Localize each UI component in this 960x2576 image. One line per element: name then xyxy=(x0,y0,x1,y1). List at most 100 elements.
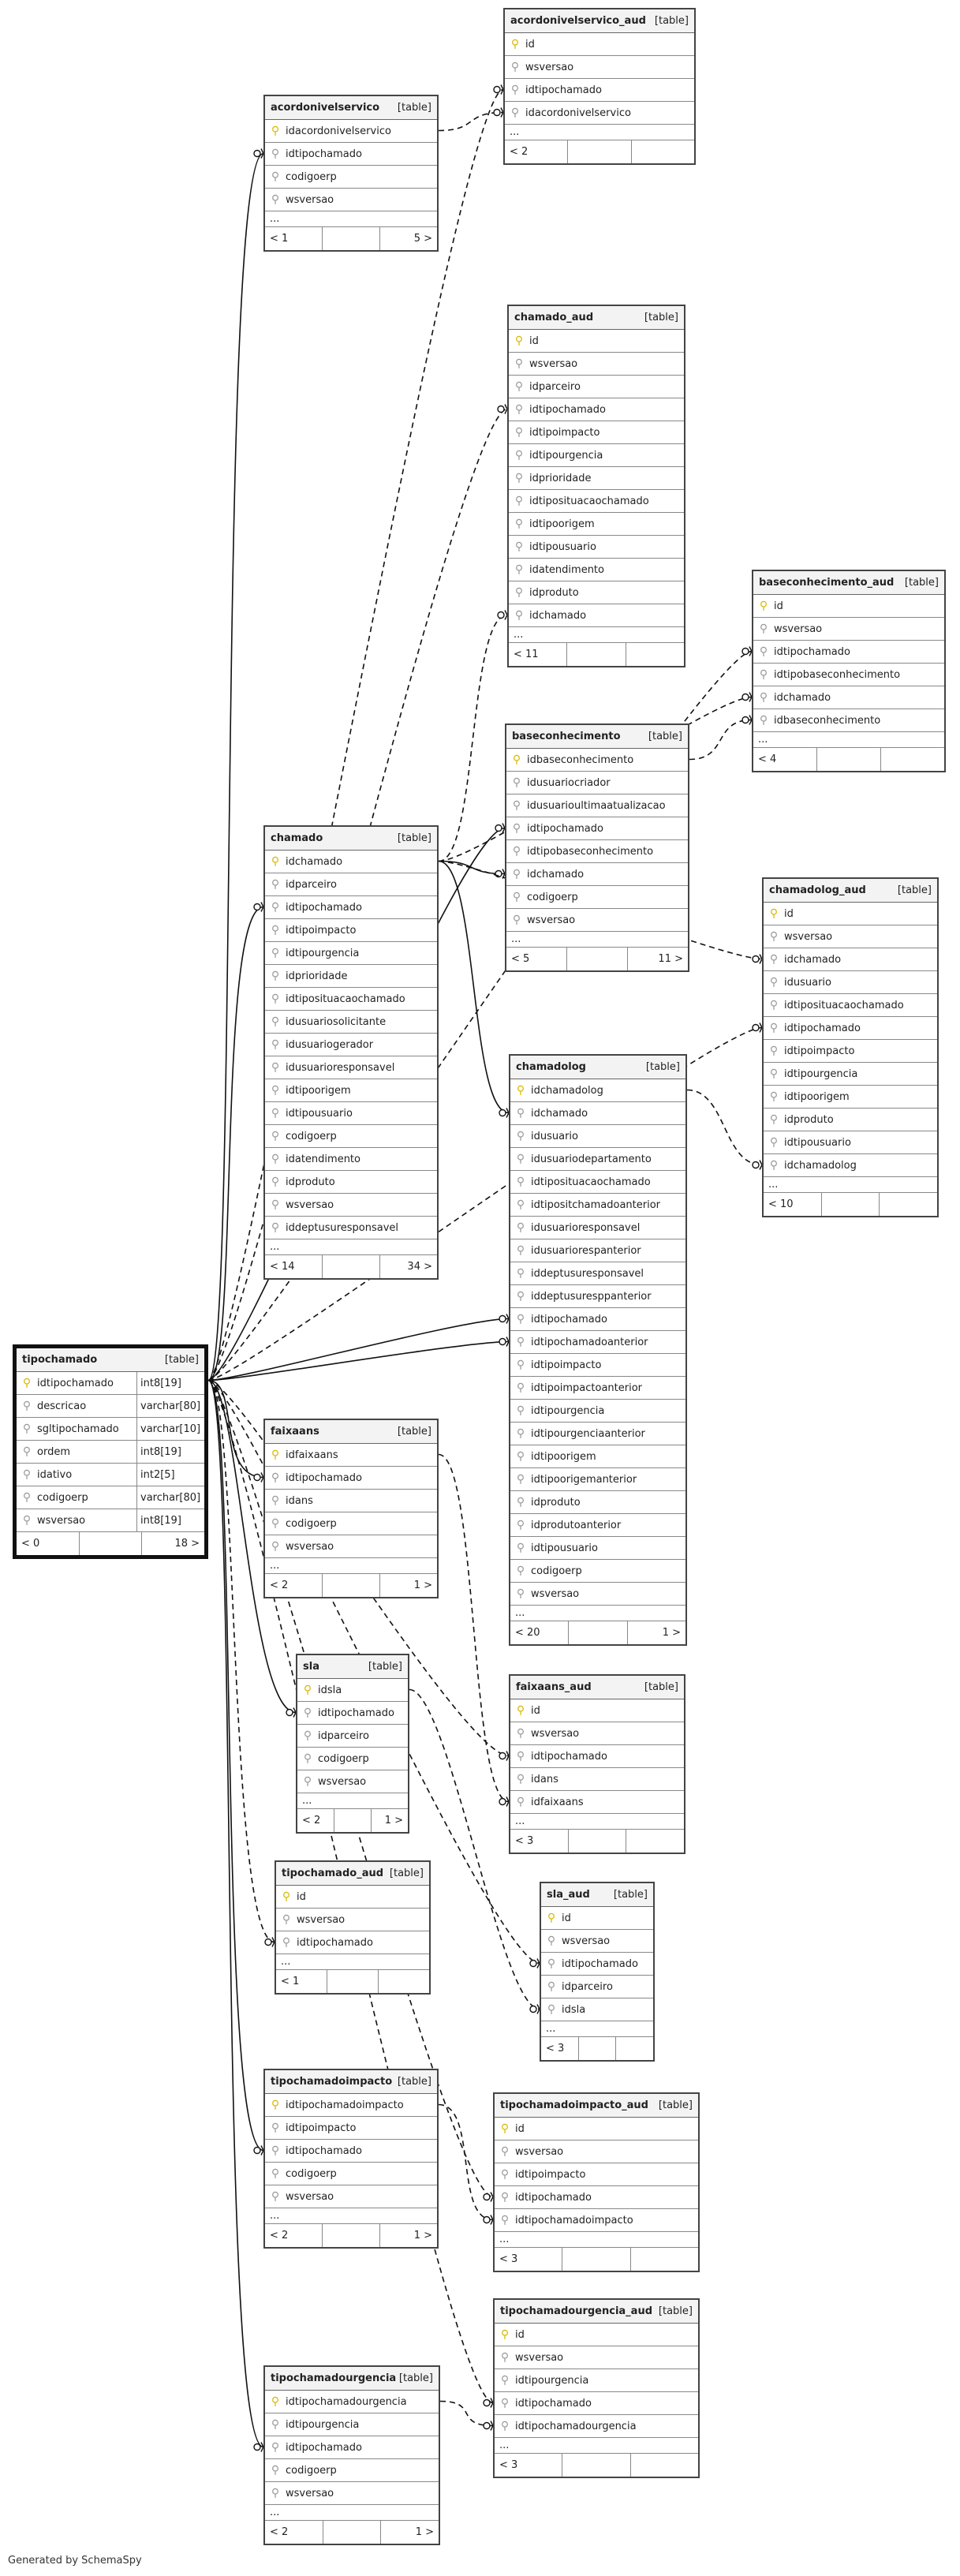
column-row[interactable]: ⚲idtipoimpacto xyxy=(265,919,437,942)
column-row[interactable]: ⚲idtipochamado xyxy=(297,1702,408,1725)
parent-count[interactable]: < 3 xyxy=(495,2454,563,2477)
column-row[interactable]: ⚲idtipoimpacto xyxy=(510,1354,685,1377)
column-row[interactable]: ⚲idtipourgencia xyxy=(509,444,684,467)
column-row[interactable]: ⚲idtiposituacaochamado xyxy=(764,994,937,1017)
child-count[interactable]: 1 > xyxy=(662,1627,681,1639)
column-row[interactable]: ⚲idchamado xyxy=(265,851,437,873)
column-row[interactable]: ⚲idtipourgencia xyxy=(265,2413,439,2436)
column-row[interactable]: ⚲id xyxy=(510,1699,684,1722)
column-row[interactable]: ⚲idtipositchamadoanterior xyxy=(510,1194,685,1217)
child-count[interactable]: 5 > xyxy=(413,233,432,245)
column-row[interactable]: ⚲idusuarioultimaatualizacao xyxy=(506,794,688,817)
child-count[interactable]: 1 > xyxy=(413,2230,432,2241)
column-row[interactable]: ⚲idusuarioresponsavel xyxy=(510,1217,685,1239)
column-row[interactable]: ⚲idusuariosolicitante xyxy=(265,1011,437,1034)
column-row[interactable]: ⚲idtipoimpacto xyxy=(495,2163,698,2186)
column-row[interactable]: ⚲idusuariodepartamento xyxy=(510,1148,685,1171)
table-name[interactable]: acordonivelservico xyxy=(271,102,380,114)
table-name[interactable]: tipochamadourgencia xyxy=(271,2372,397,2384)
column-row[interactable]: ⚲codigoerp xyxy=(506,886,688,909)
parent-count[interactable]: < 10 xyxy=(764,1193,822,1216)
column-row[interactable]: ⚲idchamado xyxy=(509,604,684,627)
table-faixaans-aud[interactable]: faixaans_aud[table]⚲id⚲wsversao⚲idtipoch… xyxy=(509,1674,685,1854)
child-count[interactable] xyxy=(631,2248,698,2271)
column-row[interactable]: ⚲idtipobaseconhecimento xyxy=(506,840,688,863)
column-row[interactable]: ⚲idproduto xyxy=(764,1109,937,1131)
column-row[interactable]: ⚲idtipochamado xyxy=(753,641,944,664)
parent-count[interactable]: < 5 xyxy=(506,948,567,970)
column-row[interactable]: ⚲idans xyxy=(265,1490,437,1512)
column-row[interactable]: ⚲idprioridade xyxy=(509,467,684,490)
column-row[interactable]: ⚲idtipochamado xyxy=(510,1308,685,1331)
column-row[interactable]: ⚲idtipoorigem xyxy=(265,1079,437,1102)
column-row[interactable]: ⚲idtipochamadoanterior xyxy=(510,1331,685,1354)
table-name[interactable]: chamadolog_aud xyxy=(769,884,866,896)
column-row[interactable]: ⚲idacordonivelservico xyxy=(505,102,694,125)
column-row[interactable]: ⚲id xyxy=(753,595,944,618)
table-name[interactable]: chamado_aud xyxy=(514,312,594,323)
column-row[interactable]: ⚲wsversao xyxy=(505,56,694,79)
column-row[interactable]: ⚲idproduto xyxy=(265,1171,437,1194)
column-row[interactable]: ⚲idtipousuario xyxy=(764,1131,937,1154)
table-chamado-aud[interactable]: chamado_aud[table]⚲id⚲wsversao⚲idparceir… xyxy=(507,305,685,667)
child-count[interactable]: 18 > xyxy=(174,1538,200,1550)
column-row[interactable]: ⚲idtipoimpactoanterior xyxy=(510,1377,685,1400)
column-row[interactable]: ⚲idparceiro xyxy=(509,376,684,398)
table-acordonivelservico[interactable]: acordonivelservico[table]⚲idacordonivels… xyxy=(263,95,439,252)
parent-count[interactable]: < 3 xyxy=(495,2248,563,2271)
column-row[interactable]: ⚲codigoerp xyxy=(265,1125,437,1148)
child-count[interactable] xyxy=(631,2454,698,2477)
column-row[interactable]: ⚲idchamadolog xyxy=(764,1154,937,1177)
column-row[interactable]: ⚲id xyxy=(509,330,684,353)
column-row[interactable]: ⚲codigoerp xyxy=(265,1512,437,1535)
column-row[interactable]: ⚲idtipourgenciaanterior xyxy=(510,1423,685,1445)
parent-count[interactable]: < 11 xyxy=(509,643,568,666)
column-row[interactable]: ⚲idusuario xyxy=(510,1125,685,1148)
column-row[interactable]: ⚲wsversao xyxy=(509,353,684,376)
column-row[interactable]: ⚲codigoerp xyxy=(265,2163,437,2185)
column-row[interactable]: ⚲idtipochamado xyxy=(265,1467,437,1490)
column-row[interactable]: ⚲idtiposituacaochamado xyxy=(510,1171,685,1194)
table-name[interactable]: tipochamado xyxy=(22,1354,98,1366)
parent-count[interactable]: < 4 xyxy=(753,748,817,771)
column-row[interactable]: ⚲wsversao xyxy=(495,2140,698,2163)
table-name[interactable]: acordonivelservico_aud xyxy=(510,15,646,27)
parent-count[interactable]: < 1 xyxy=(276,1970,327,1993)
column-row[interactable]: ⚲iddeptusuresppanterior xyxy=(510,1285,685,1308)
child-count[interactable]: 1 > xyxy=(384,1815,403,1826)
column-row[interactable]: ⚲idtipochamado xyxy=(764,1017,937,1040)
column-row[interactable]: ⚲wsversao xyxy=(753,618,944,641)
table-name[interactable]: tipochamado_aud xyxy=(282,1868,384,1879)
table-name[interactable]: baseconhecimento_aud xyxy=(759,577,895,589)
column-row[interactable]: ⚲idtipochamado xyxy=(541,1953,653,1976)
column-row[interactable]: ⚲idbaseconhecimento xyxy=(506,749,688,772)
column-row[interactable]: ⚲idsla xyxy=(297,1679,408,1702)
column-row[interactable]: ⚲idparceiro xyxy=(265,873,437,896)
column-row[interactable]: ⚲idtipochamado xyxy=(510,1745,684,1768)
child-count[interactable] xyxy=(880,1193,937,1216)
table-tipochamadourgencia[interactable]: tipochamadourgencia[table]⚲idtipochamado… xyxy=(263,2365,440,2545)
column-row[interactable]: ⚲wsversao xyxy=(265,2185,437,2208)
parent-count[interactable]: < 0 xyxy=(17,1532,80,1555)
table-tipochamado-aud[interactable]: tipochamado_aud[table]⚲id⚲wsversao⚲idtip… xyxy=(275,1860,431,1995)
column-row[interactable]: ⚲idproduto xyxy=(510,1491,685,1514)
column-row[interactable]: ⚲idusuarioresponsavel xyxy=(265,1056,437,1079)
column-row[interactable]: ⚲idtipoimpacto xyxy=(509,421,684,444)
table-baseconhecimento[interactable]: baseconhecimento[table]⚲idbaseconhecimen… xyxy=(505,723,689,972)
child-count[interactable] xyxy=(616,2037,653,2060)
column-row[interactable]: ⚲idtipoorigem xyxy=(509,513,684,536)
table-chamadolog-aud[interactable]: chamadolog_aud[table]⚲id⚲wsversao⚲idcham… xyxy=(762,877,939,1217)
column-row[interactable]: ⚲wsversao xyxy=(276,1909,429,1931)
table-tipochamadoimpacto-aud[interactable]: tipochamadoimpacto_aud[table]⚲id⚲wsversa… xyxy=(493,2092,700,2272)
table-baseconhecimento-aud[interactable]: baseconhecimento_aud[table]⚲id⚲wsversao⚲… xyxy=(752,570,946,772)
table-faixaans[interactable]: faixaans[table]⚲idfaixaans⚲idtipochamado… xyxy=(263,1419,439,1598)
column-row[interactable]: ⚲idtipochamado xyxy=(265,143,437,166)
table-name[interactable]: chamadolog xyxy=(516,1061,586,1073)
column-row[interactable]: ⚲idusuariorespanterior xyxy=(510,1239,685,1262)
column-row[interactable]: ⚲codigoerp xyxy=(265,166,437,189)
table-name[interactable]: faixaans xyxy=(271,1426,319,1438)
